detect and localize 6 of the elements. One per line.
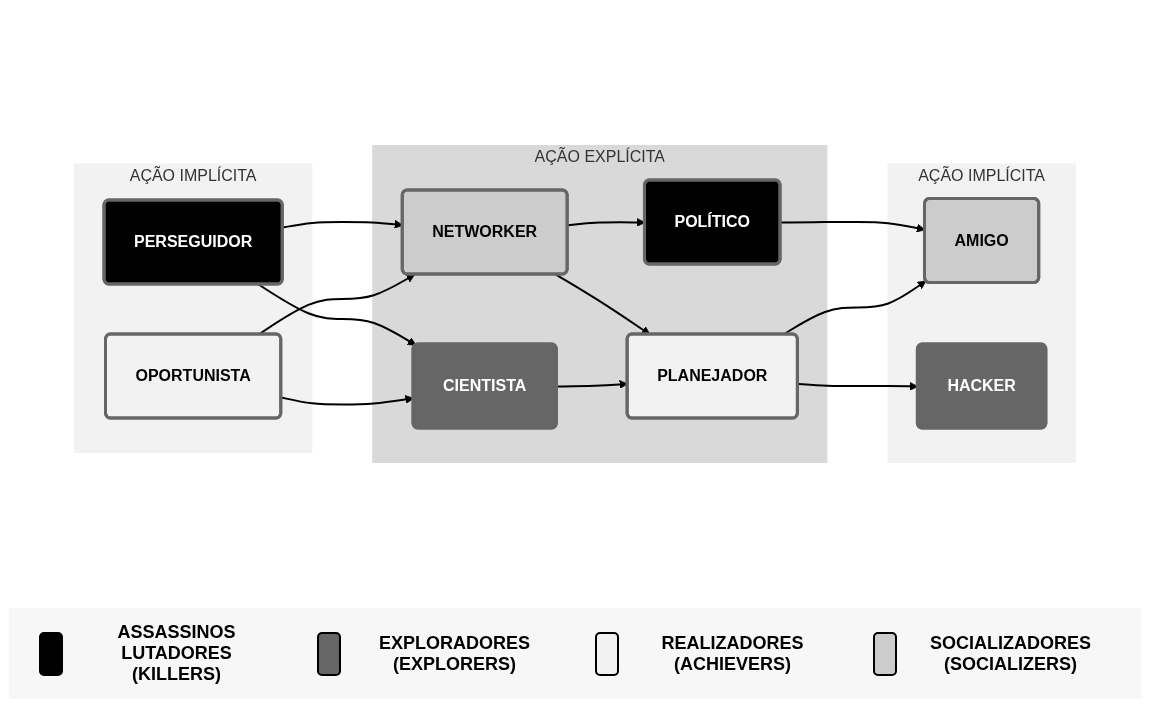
arrow bbox=[779, 221, 925, 233]
legend-label: ASSASSINOS LUTADORES (KILLERS) bbox=[116, 622, 237, 685]
legend-label: EXPLORADORES (EXPLORERS) bbox=[378, 632, 531, 675]
arrow bbox=[566, 218, 645, 227]
legend-label: SOCIALIZADORES (SOCIALIZERS) bbox=[929, 632, 1092, 675]
legend-label: REALIZADORES (ACHIEVERS) bbox=[660, 632, 805, 675]
